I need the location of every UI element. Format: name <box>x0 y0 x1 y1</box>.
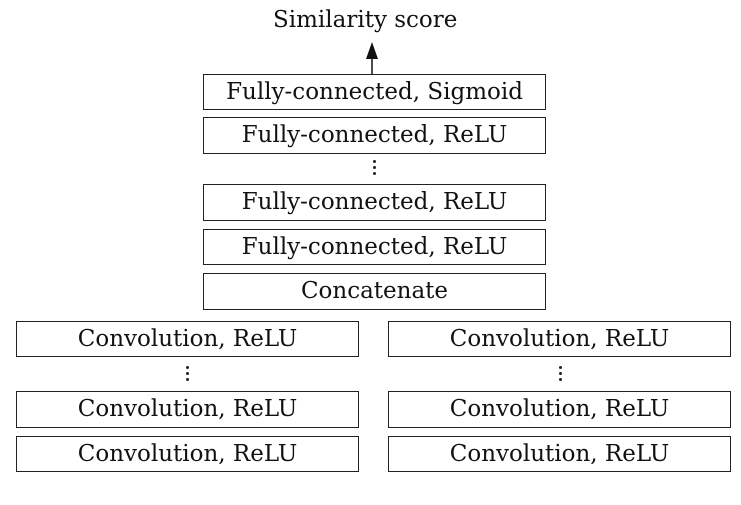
head-ellipsis <box>370 160 380 178</box>
left-conv-layer-bottom: Convolution, ReLU <box>16 436 359 472</box>
right-conv-layer-bottom: Convolution, ReLU <box>388 436 731 472</box>
fc-relu-layer-bottom: Fully-connected, ReLU <box>203 229 546 265</box>
left-conv-layer-top: Convolution, ReLU <box>16 321 359 357</box>
right-branch-ellipsis <box>556 366 566 384</box>
fc-relu-layer-top: Fully-connected, ReLU <box>203 117 546 154</box>
left-branch-ellipsis <box>183 366 193 384</box>
similarity-score-label: Similarity score <box>273 7 458 33</box>
fc-relu-layer-middle: Fully-connected, ReLU <box>203 184 546 221</box>
right-conv-layer-middle: Convolution, ReLU <box>388 391 731 428</box>
left-conv-layer-middle: Convolution, ReLU <box>16 391 359 428</box>
right-conv-layer-top: Convolution, ReLU <box>388 321 731 357</box>
concatenate-layer: Concatenate <box>203 273 546 310</box>
output-arrow <box>366 42 378 76</box>
fc-sigmoid-layer: Fully-connected, Sigmoid <box>203 74 546 110</box>
